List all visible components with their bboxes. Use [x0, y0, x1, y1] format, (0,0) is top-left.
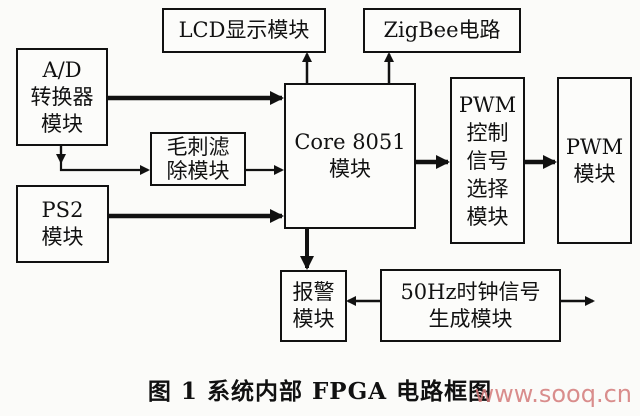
block-label: 转换器 [30, 84, 94, 109]
block-label: Core 8051 [294, 130, 406, 154]
block-label: A/D [42, 57, 82, 82]
block-label: ZigBee电路 [383, 18, 501, 42]
watermark: www.sooq.cn [474, 380, 632, 408]
block-label: 模块 [573, 161, 616, 186]
block-label: PWM [458, 92, 517, 117]
block-label: 信号 [466, 148, 509, 173]
block-label: 报警 [292, 280, 335, 304]
block-ad-converter: A/D 转换器 模块 [16, 48, 108, 146]
block-label: 选择 [466, 176, 509, 201]
block-pwm-control-select: PWM 控制 信号 选择 模块 [450, 77, 525, 244]
block-50hz-clock-generator: 50Hz时钟信号 生成模块 [380, 269, 561, 342]
block-label: 除模块 [166, 159, 230, 183]
edge-adc-to-glitch [59, 145, 150, 175]
block-lcd-display: LCD显示模块 [162, 8, 326, 53]
block-label: PS2 [41, 198, 84, 222]
block-label: 毛刺滤 [166, 135, 230, 159]
block-zigbee-circuit: ZigBee电路 [363, 8, 521, 53]
block-label: 控制 [466, 120, 509, 145]
figure-caption: 图 1 系统内部 FPGA 电路框图 [147, 378, 493, 405]
block-label: 模块 [41, 111, 83, 136]
block-ps2: PS2 模块 [16, 185, 109, 263]
block-label: 模块 [41, 225, 84, 249]
block-glitch-filter: 毛刺滤 除模块 [150, 132, 246, 186]
block-label: 模块 [329, 157, 371, 181]
block-label: 模块 [292, 307, 335, 331]
block-label: 生成模块 [428, 306, 513, 331]
block-pwm: PWM 模块 [557, 77, 632, 244]
block-label: LCD显示模块 [178, 18, 310, 42]
block-label: PWM [565, 134, 624, 159]
block-core-8051: Core 8051 模块 [284, 83, 416, 229]
block-label: 模块 [466, 204, 509, 229]
block-label: 50Hz时钟信号 [400, 279, 541, 304]
block-alarm: 报警 模块 [280, 270, 347, 342]
